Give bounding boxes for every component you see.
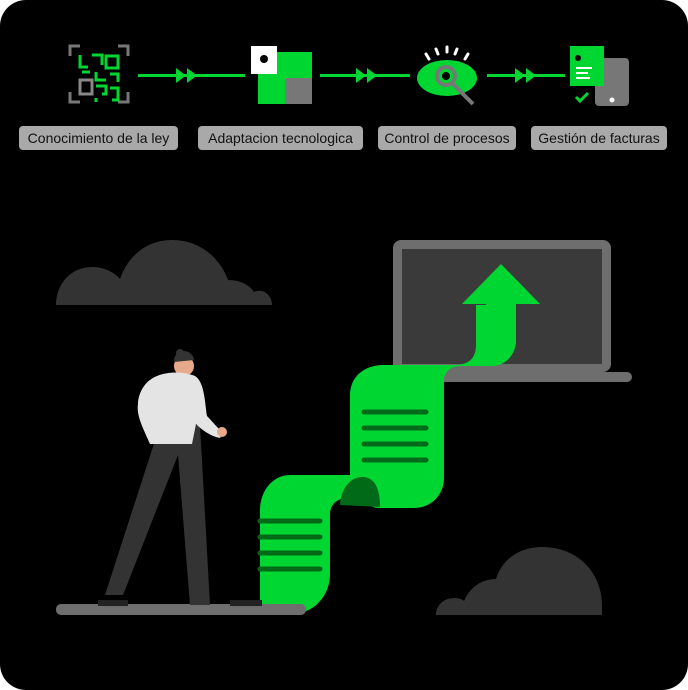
arrow-connector (138, 68, 245, 83)
invoice-phone-icon (570, 46, 629, 106)
qr-code-icon (68, 44, 130, 104)
cloud-right (436, 547, 602, 615)
cloud-left (56, 240, 272, 305)
step-label-tech-adaptation: Adaptacion tecnologica (198, 126, 363, 150)
eye-magnifier-icon (417, 45, 477, 106)
floor (56, 604, 306, 615)
arrow-connector (487, 68, 565, 83)
step-label-law-knowledge: Conocimiento de la ley (19, 126, 178, 150)
step-label-invoice-management: Gestión de facturas (531, 126, 667, 150)
person-walking (98, 349, 262, 606)
arrow-connector (320, 68, 410, 83)
invoice-scroll (257, 264, 540, 614)
step-label-process-control: Control de procesos (378, 126, 516, 150)
puzzle-gear-icon (251, 46, 312, 104)
